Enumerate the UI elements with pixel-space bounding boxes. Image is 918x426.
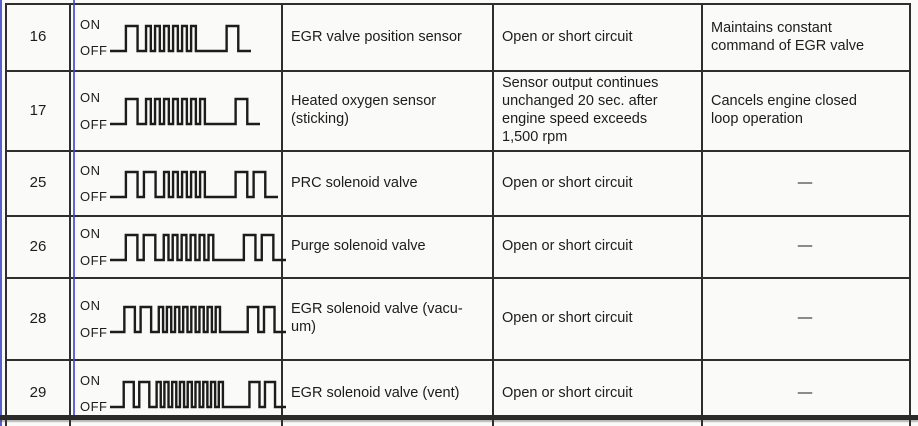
flash-pattern-waveform: [110, 90, 260, 132]
dtc-table: 16 ON OFF EGR valve position sensor Open …: [5, 3, 911, 426]
on-label: ON: [80, 16, 101, 32]
waveform-cell: ON OFF: [71, 279, 283, 359]
table-row: 16 ON OFF EGR valve position sensor Open …: [7, 5, 909, 72]
component-text: EGR valve position sensor: [291, 28, 462, 45]
condition-cell: Open or short circuit: [494, 5, 703, 70]
code-cell: 17: [7, 72, 71, 150]
code-value: 16: [29, 28, 47, 46]
component-cell: EGR valve position sensor: [283, 5, 494, 70]
scan-margin-line: [0, 0, 2, 426]
failsafe-text: Cancels engine closed loop operation: [711, 93, 857, 127]
code-cell: 16: [7, 5, 71, 70]
code-cell: 26: [7, 217, 71, 277]
condition-text: Sensor output continues unchanged 20 sec…: [502, 75, 659, 145]
onoff-labels: ON OFF: [80, 298, 108, 340]
condition-cell: Sensor output continues unchanged 20 sec…: [494, 72, 703, 150]
condition-cell: Open or short circuit: [494, 279, 703, 359]
component-text: Heated oxygen sensor (sticking): [291, 93, 437, 127]
off-label: OFF: [80, 43, 108, 59]
condition-text: Open or short circuit: [502, 174, 633, 191]
component-cell: Heated oxygen sensor (sticking): [283, 72, 494, 150]
failsafe-cell: —: [703, 217, 907, 277]
code-value: 26: [29, 237, 47, 255]
code-value: 17: [29, 101, 47, 119]
condition-cell: Open or short circuit: [494, 361, 703, 426]
waveform-cell: ON OFF: [71, 152, 283, 215]
flash-pattern-waveform: [110, 17, 251, 59]
code-cell: 28: [7, 279, 71, 359]
code-value: 25: [29, 174, 47, 192]
off-label: OFF: [80, 252, 108, 268]
code-cell: 29: [7, 361, 71, 426]
off-label: OFF: [80, 399, 108, 415]
flash-pattern-waveform: [110, 226, 286, 268]
waveform-cell: ON OFF: [71, 72, 283, 150]
component-cell: EGR solenoid valve (vacu- um): [283, 279, 494, 359]
component-text: EGR solenoid valve (vent): [291, 384, 460, 401]
flash-pattern-waveform: [110, 298, 286, 340]
failsafe-cell: —: [703, 279, 907, 359]
condition-text: Open or short circuit: [502, 238, 633, 255]
component-cell: Purge solenoid valve: [283, 217, 494, 277]
table-row: 17 ON OFF Heated oxygen sensor (sticking)…: [7, 72, 909, 152]
code-value: 28: [29, 309, 47, 327]
off-label: OFF: [80, 324, 108, 340]
onoff-labels: ON OFF: [80, 90, 108, 132]
failsafe-cell: Cancels engine closed loop operation: [703, 72, 907, 150]
on-label: ON: [80, 90, 101, 105]
off-label: OFF: [80, 116, 108, 132]
condition-text: Open or short circuit: [502, 28, 633, 45]
waveform-cell: ON OFF: [71, 5, 283, 70]
failsafe-cell: Maintains constant command of EGR valve: [703, 5, 907, 70]
flash-pattern-waveform: [110, 163, 278, 205]
failsafe-cell: —: [703, 361, 907, 426]
table-bottom-border: [0, 415, 918, 420]
condition-cell: Open or short circuit: [494, 152, 703, 215]
component-text: Purge solenoid valve: [291, 238, 426, 255]
code-cell: 25: [7, 152, 71, 215]
failsafe-text: Maintains constant command of EGR valve: [711, 19, 865, 54]
condition-text: Open or short circuit: [502, 310, 633, 327]
onoff-labels: ON OFF: [80, 17, 108, 59]
off-label: OFF: [80, 189, 108, 205]
flash-pattern-waveform: [110, 373, 286, 415]
component-text: EGR solenoid valve (vacu- um): [291, 301, 463, 335]
component-cell: EGR solenoid valve (vent): [283, 361, 494, 426]
table-row: 25 ON OFF PRC solenoid valve Open or shor…: [7, 152, 909, 217]
failsafe-text: —: [797, 238, 813, 255]
table-row: 29 ON OFF EGR solenoid valve (vent) Open …: [7, 361, 909, 426]
on-label: ON: [80, 226, 101, 241]
failsafe-text: —: [797, 174, 813, 191]
waveform-cell: ON OFF: [71, 361, 283, 426]
waveform-cell: ON OFF: [71, 217, 283, 277]
on-label: ON: [80, 298, 101, 313]
on-label: ON: [80, 162, 101, 178]
onoff-labels: ON OFF: [80, 226, 108, 268]
onoff-labels: ON OFF: [80, 163, 108, 205]
failsafe-cell: —: [703, 152, 907, 215]
table-row: 26 ON OFF Purge solenoid valve Open or sh…: [7, 217, 909, 279]
component-cell: PRC solenoid valve: [283, 152, 494, 215]
scan-annotation-line: [73, 0, 75, 420]
failsafe-text: —: [797, 310, 813, 327]
on-label: ON: [80, 372, 101, 388]
component-text: PRC solenoid valve: [291, 174, 418, 191]
onoff-labels: ON OFF: [80, 373, 108, 415]
condition-text: Open or short circuit: [502, 384, 633, 401]
condition-cell: Open or short circuit: [494, 217, 703, 277]
table-row: 28 ON OFF EGR solenoid valve (vacu- um) O…: [7, 279, 909, 361]
code-value: 29: [29, 384, 47, 402]
failsafe-text: —: [797, 384, 813, 401]
